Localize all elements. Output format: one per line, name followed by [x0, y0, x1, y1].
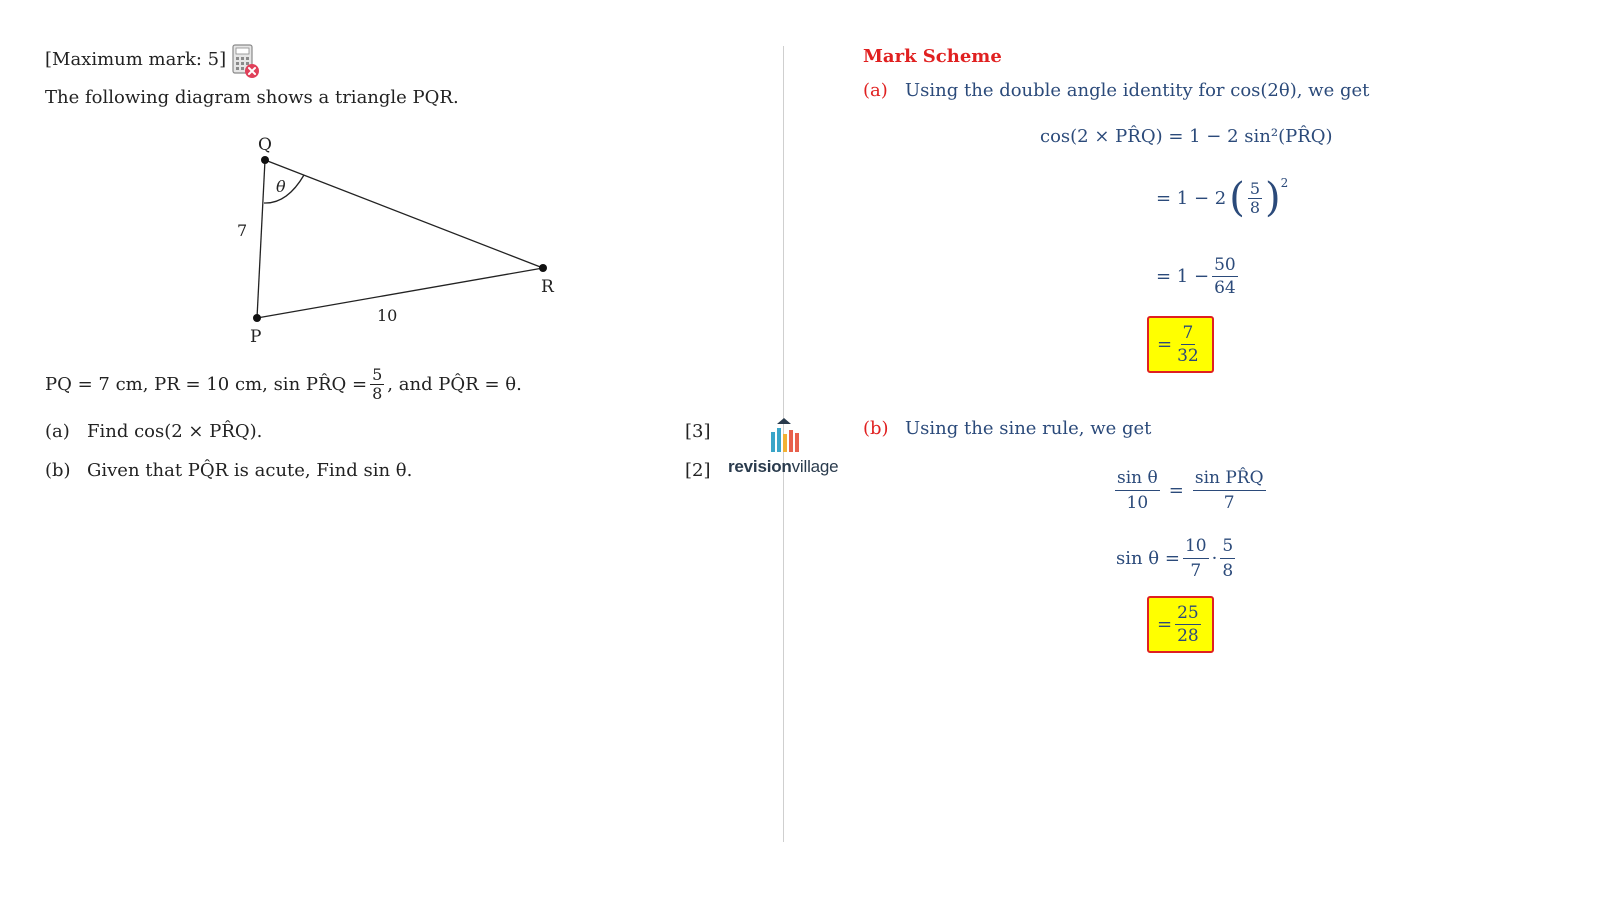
part-a-label: (a) — [45, 421, 70, 442]
ms-b-line2-d1: 7 — [1190, 561, 1202, 581]
ms-a-line3-den: 64 — [1214, 278, 1236, 298]
ms-b-line2-prefix: sin θ = — [1116, 548, 1180, 569]
given-part2: , and PQ̂R = θ. — [387, 374, 522, 395]
question-intro: The following diagram shows a triangle P… — [45, 87, 459, 108]
mark-scheme-title: Mark Scheme — [863, 46, 1002, 67]
ms-b-line1-eq: = — [1168, 480, 1184, 501]
ms-b-line1-left-frac: sin θ 10 — [1115, 466, 1160, 515]
ms-a-line2-exp: 2 — [1280, 176, 1289, 190]
ms-b-answer-box: = 25 28 — [1147, 596, 1214, 653]
question-part-b: (b) Given that PQ̂R is acute, Find sin θ… — [45, 460, 412, 481]
given-frac-num: 5 — [370, 365, 385, 385]
ms-a-line3-frac: 50 64 — [1212, 254, 1238, 299]
ms-b-line1-rden: 7 — [1223, 493, 1235, 513]
part-b-text: Given that PQ̂R is acute, Find sin θ. — [87, 460, 413, 481]
given-part1: PQ = 7 cm, PR = 10 cm, sin PR̂Q = — [45, 374, 368, 395]
ms-b-line2-n1: 10 — [1182, 534, 1209, 559]
ms-a-line2-num: 5 — [1247, 178, 1263, 199]
ms-a-answer-prefix: = — [1157, 334, 1173, 355]
side-pq-label: 7 — [237, 221, 247, 240]
ms-a-line3-num: 50 — [1212, 255, 1238, 277]
ms-b-line2-dot: · — [1211, 548, 1218, 569]
ms-a-answer-frac: 7 32 — [1175, 322, 1201, 367]
ms-a-line2: = 1 − 2 ( 5 8 ) 2 — [1156, 175, 1289, 221]
vertex-q-point — [261, 156, 269, 164]
ms-a-answer: = 7 32 — [1147, 316, 1214, 373]
ms-b-line2-n2: 5 — [1220, 534, 1236, 559]
ms-a-line3: = 1 − 50 64 — [1156, 254, 1241, 299]
ms-b-answer-num: 25 — [1175, 603, 1201, 625]
ms-b-answer: = 25 28 — [1147, 596, 1214, 653]
ms-b-answer-prefix: = — [1157, 614, 1173, 635]
mark-scheme-part-a-intro: (a) Using the double angle identity for c… — [863, 80, 1369, 101]
ms-b-line1-lden: 10 — [1126, 493, 1149, 513]
angle-arc — [263, 174, 305, 204]
question-part-a: (a) Find cos(2 × PR̂Q). — [45, 421, 262, 442]
triangle-edges — [256, 159, 544, 319]
revision-village-logo-icon — [771, 418, 799, 452]
part-b-marks: [2] — [685, 460, 711, 481]
part-b-label: (b) — [45, 460, 71, 481]
ms-part-b-label: (b) — [863, 418, 889, 439]
ms-b-line1: sin θ 10 = sin PR̂Q 7 — [1112, 466, 1269, 515]
vertex-r-label: R — [541, 277, 555, 297]
ms-a-answer-den: 32 — [1177, 346, 1199, 366]
vertex-p-label: P — [250, 327, 261, 347]
ms-a-line1: cos(2 × PR̂Q) = 1 − 2 sin²(PR̂Q) — [1040, 126, 1333, 147]
ms-b-line2: sin θ = 10 7 · 5 8 — [1116, 534, 1238, 583]
logo-bold-text: revision — [728, 457, 792, 476]
part-a-marks: [3] — [685, 421, 711, 442]
edge-qp — [256, 159, 266, 319]
ms-b-line1-rnum: sin PR̂Q — [1192, 466, 1266, 491]
no-calculator-icon — [232, 44, 259, 78]
ms-a-line2-den: 8 — [1249, 197, 1261, 217]
ms-part-b-intro-text: Using the sine rule, we get — [905, 418, 1152, 439]
max-mark-label: [Maximum mark: 5] — [45, 49, 227, 70]
ms-a-line2-prefix: = 1 − 2 — [1156, 187, 1227, 209]
ms-part-a-label: (a) — [863, 80, 888, 101]
ms-a-line3-prefix: = 1 − — [1156, 266, 1210, 287]
triangle-diagram: Q P R 7 10 θ — [237, 135, 555, 347]
angle-theta-label: θ — [276, 177, 286, 196]
ms-b-answer-den: 28 — [1177, 626, 1199, 646]
ms-b-line1-lnum: sin θ — [1115, 466, 1160, 491]
vertex-r-point — [539, 264, 547, 272]
vertex-q-label: Q — [258, 135, 272, 155]
given-frac-den: 8 — [372, 384, 383, 403]
given-information: PQ = 7 cm, PR = 10 cm, sin PR̂Q = 5 8 , … — [45, 366, 522, 403]
logo-regular-text: village — [791, 457, 839, 476]
vertex-p-point — [253, 314, 261, 322]
ms-a-answer-box: = 7 32 — [1147, 316, 1214, 373]
revision-village-logo-text: revisionvillage — [728, 457, 839, 477]
side-pr-label: 10 — [377, 306, 397, 325]
edge-qr — [264, 159, 544, 269]
edge-pr — [256, 267, 544, 319]
part-a-text: Find cos(2 × PR̂Q). — [87, 421, 263, 442]
ms-b-answer-frac: 25 28 — [1175, 602, 1201, 647]
ms-a-answer-num: 7 — [1180, 323, 1196, 345]
given-fraction: 5 8 — [370, 365, 385, 403]
mark-scheme-part-b-intro: (b) Using the sine rule, we get — [863, 418, 1151, 439]
ms-b-line2-frac2: 5 8 — [1220, 534, 1236, 583]
ms-part-a-intro-text: Using the double angle identity for cos(… — [905, 80, 1370, 101]
ms-b-line1-right-frac: sin PR̂Q 7 — [1192, 466, 1266, 515]
ms-b-line2-d2: 8 — [1222, 561, 1234, 581]
ms-b-line2-frac1: 10 7 — [1182, 534, 1209, 583]
ms-a-line2-frac: 5 8 — [1247, 178, 1263, 217]
